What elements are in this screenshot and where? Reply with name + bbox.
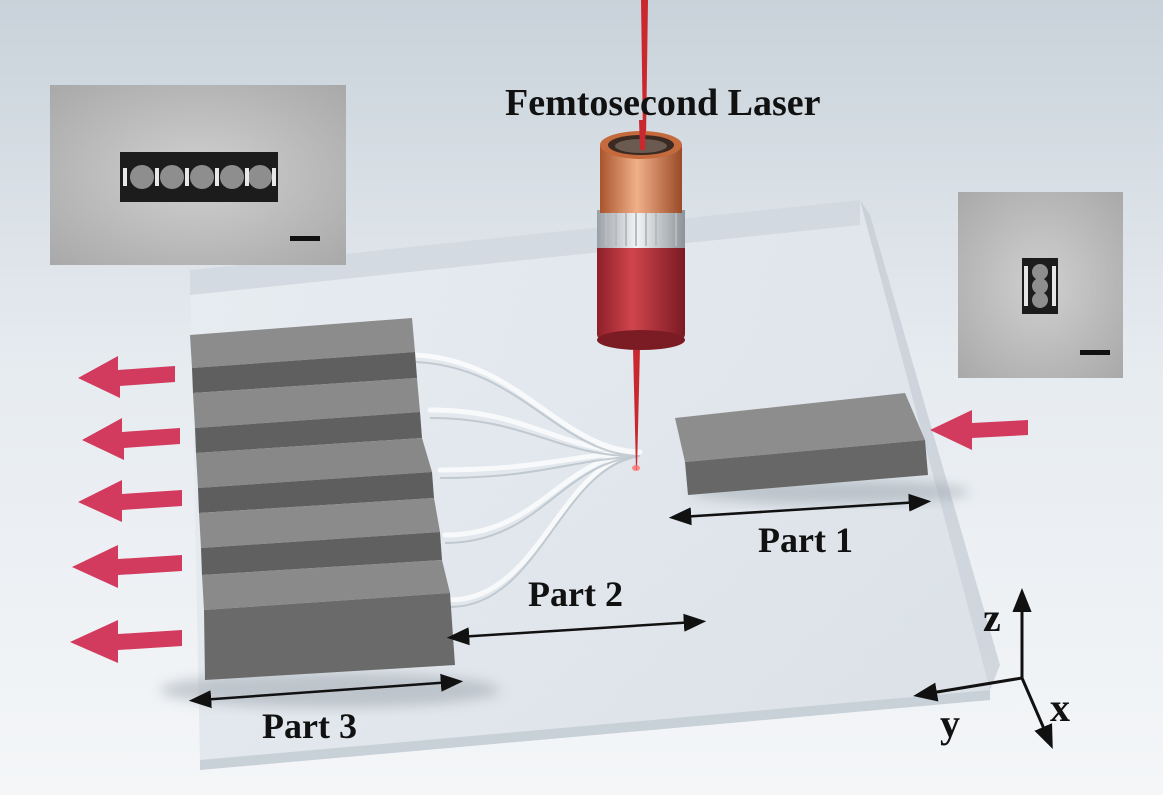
output-arrow bbox=[72, 545, 182, 588]
y-axis bbox=[913, 676, 1023, 702]
output-arrows bbox=[70, 356, 182, 663]
scale-bar bbox=[290, 236, 320, 241]
input-arrow bbox=[930, 410, 1028, 450]
output-block bbox=[190, 318, 417, 393]
output-block bbox=[202, 560, 455, 680]
input-block bbox=[675, 393, 928, 495]
x-axis bbox=[1020, 677, 1053, 750]
output-arrow bbox=[82, 418, 180, 460]
part2-dimension bbox=[446, 613, 707, 646]
scale-bar bbox=[1080, 350, 1110, 355]
z-axis-label: z bbox=[983, 595, 1001, 640]
output-arrow bbox=[70, 620, 182, 663]
part3-label: Part 3 bbox=[262, 706, 357, 746]
waveguide-branch bbox=[442, 449, 643, 538]
part1-dimension bbox=[668, 493, 932, 526]
part1-label: Part 1 bbox=[758, 520, 853, 560]
y-axis-label: y bbox=[940, 701, 960, 746]
output-block bbox=[193, 378, 422, 453]
dimension-lines bbox=[188, 493, 932, 709]
femtosecond-laser-label: Femtosecond Laser bbox=[505, 82, 821, 124]
part2-label: Part 2 bbox=[528, 574, 623, 614]
objective-lens-icon bbox=[597, 120, 685, 350]
inset-micrograph-left bbox=[50, 85, 346, 265]
output-blocks bbox=[190, 318, 455, 680]
waveguide-branch bbox=[427, 407, 643, 455]
output-block bbox=[199, 498, 442, 575]
output-arrow bbox=[78, 480, 182, 522]
x-axis-label: x bbox=[1050, 685, 1070, 730]
part3-dimension bbox=[188, 673, 464, 709]
waveguide-branch bbox=[412, 352, 643, 455]
coordinate-axes bbox=[913, 588, 1053, 750]
laser-beam bbox=[632, 0, 648, 471]
output-arrow bbox=[78, 356, 175, 398]
output-block bbox=[196, 438, 434, 513]
inset-micrograph-right bbox=[958, 192, 1123, 378]
